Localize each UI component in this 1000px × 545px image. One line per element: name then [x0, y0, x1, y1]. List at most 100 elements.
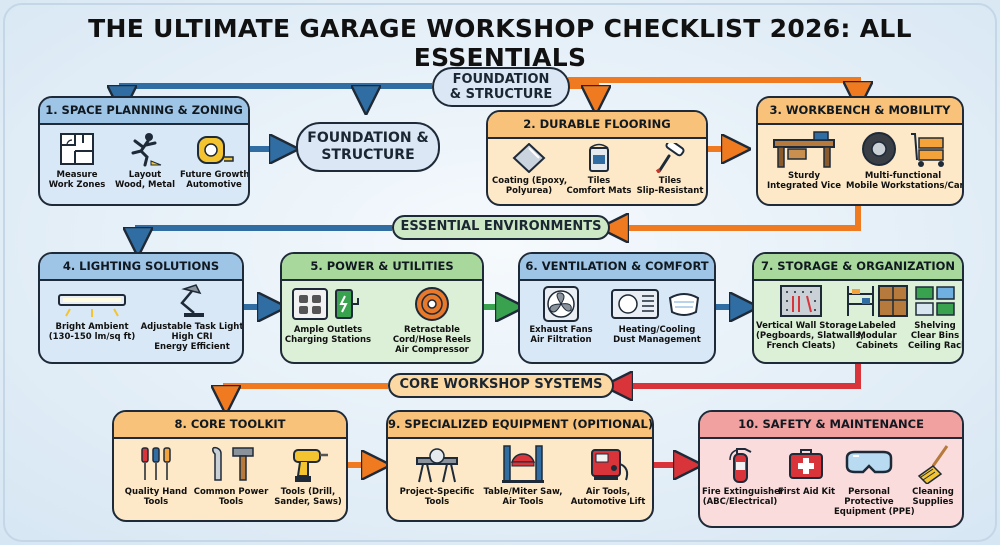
item-line: Sturdy — [787, 171, 821, 181]
car-lift-icon — [502, 445, 544, 483]
item-power-tools: Common Power Tools — [192, 444, 270, 507]
paint-can-icon — [589, 143, 609, 172]
tripping-person-icon — [131, 133, 162, 167]
item-line: Bright Ambient — [55, 322, 129, 332]
section-lighting: 4. LIGHTING SOLUTIONS Bright Ambient (13… — [38, 252, 244, 364]
pill-line-2: & STRUCTURE — [449, 87, 553, 102]
item-line: Project-Specific — [399, 487, 475, 497]
arrow-foundation-to-section1 — [122, 83, 432, 100]
item-line: Future Growth — [180, 170, 250, 180]
item-line: Equipment (PPE) — [834, 507, 915, 517]
section-core-toolkit: 8. CORE TOOLKIT Quality Hand Tools Commo… — [112, 410, 348, 522]
section-header: 4. LIGHTING SOLUTIONS — [40, 254, 242, 281]
item-line: Air Tools — [502, 497, 544, 507]
section-header: 9. SPECIALIZED EQUIPMENT (OPITIONAL) — [388, 412, 652, 439]
item-project-specific: Project-Specific Tools — [394, 444, 480, 507]
item-line: (Pegboards, Slatwalls, — [756, 331, 864, 341]
arrow-section3-to-essential — [614, 196, 861, 228]
item-line: First Aid Kit — [778, 487, 836, 497]
section-storage: 7. STORAGE & ORGANIZATION Vertical Wall … — [752, 252, 964, 364]
desk-lamp-icon — [180, 284, 204, 317]
item-task-light: Adjustable Task Light High CRI Energy Ef… — [140, 283, 244, 352]
item-wall-storage: Vertical Wall Storage (Pegboards, Slatwa… — [756, 284, 864, 351]
item-line: Work Zones — [48, 180, 106, 190]
item-heating-cooling: Heating/Cooling Dust Management — [600, 286, 714, 345]
item-line: Clear Bins — [910, 331, 960, 341]
item-line: High CRI — [171, 332, 213, 342]
item-line: Layout — [128, 170, 162, 180]
foundation-structure-top-pill: FOUNDATION & STRUCTURE — [432, 67, 570, 107]
item-line: Protective — [844, 497, 894, 507]
item-comfort-mats: Tiles Comfort Mats — [564, 143, 634, 196]
pill-line-1: FOUNDATION & — [307, 130, 429, 146]
bins-icon — [915, 286, 955, 316]
section-header: 3. WORKBENCH & MOBILITY — [758, 98, 962, 125]
pill-line-2: STRUCTURE — [321, 147, 415, 163]
tape-measure-icon — [197, 136, 234, 164]
item-mobile-carts: Multi-functional Mobile Workstations/Car… — [846, 130, 964, 191]
first-aid-kit-icon — [789, 449, 823, 479]
section-space-planning: 1. SPACE PLANNING & ZONING Measure Work … — [38, 96, 250, 206]
wrench-hammer-icon — [212, 446, 254, 481]
item-line: (130-150 lm/sq ft) — [48, 332, 136, 342]
drill-icon — [293, 449, 328, 482]
item-line: Vertical Wall Storage — [756, 321, 858, 331]
section-header: 5. POWER & UTILITIES — [282, 254, 482, 281]
section-workbench-mobility: 3. WORKBENCH & MOBILITY Sturdy Integrate… — [756, 96, 964, 206]
item-ppe: Personal Protective Equipment (PPE) — [834, 444, 915, 517]
item-line: Polyurea) — [505, 186, 553, 196]
item-line: (ABC/Electrical) — [702, 497, 778, 507]
section-ventilation: 6. VENTILATION & COMFORT Exhaust Fans Ai… — [518, 252, 716, 364]
arrow-core-to-section8 — [226, 383, 388, 400]
item-line: Labeled — [858, 321, 896, 331]
item-line: Charging Stations — [284, 335, 372, 345]
floor-plan-icon — [60, 133, 94, 165]
item-line: Tools — [143, 497, 169, 507]
arrow-section7-to-core — [618, 364, 861, 386]
item-line: Tools (Drill, — [280, 487, 336, 497]
item-line: Slip-Resistant — [636, 186, 704, 196]
item-line: Automotive — [186, 180, 242, 190]
section-header: 6. VENTILATION & COMFORT — [520, 254, 714, 281]
item-line: Sander, Saws) — [274, 497, 342, 507]
item-line: Modular — [857, 331, 897, 341]
table-saw-icon — [416, 448, 458, 483]
item-clear-bins: Shelving Clear Bins Ceiling Racks — [908, 284, 962, 351]
exhaust-fan-icon — [543, 286, 579, 322]
item-coating: Coating (Epoxy, Polyurea) — [492, 143, 568, 196]
item-line: Exhaust Fans — [529, 325, 593, 335]
section-header: 2. DURABLE FLOORING — [488, 112, 706, 139]
item-line: Integrated Vice — [766, 181, 842, 191]
item-line: Comfort Mats — [566, 186, 632, 196]
item-layout: Layout Wood, Metal — [112, 131, 178, 190]
item-line: Air Compressor — [395, 345, 469, 355]
item-line: Cord/Hose Reels — [392, 335, 472, 345]
section-safety-maintenance: 10. SAFETY & MAINTENANCE Fire Extinguish… — [698, 410, 964, 528]
section-header: 8. CORE TOOLKIT — [114, 412, 346, 439]
item-exhaust-fans: Exhaust Fans Air Filtration — [522, 286, 600, 345]
item-line: Air Tools, — [585, 487, 631, 497]
item-line: Tiles — [587, 176, 611, 186]
welder-icon — [591, 449, 629, 481]
screwdrivers-icon — [141, 447, 171, 480]
section-power-utilities: 5. POWER & UTILITIES Ample Outlets Charg… — [280, 252, 484, 364]
foundation-structure-mid-pill: FOUNDATION & STRUCTURE — [296, 122, 440, 172]
item-line: Ceiling Racks — [908, 341, 962, 351]
fire-extinguisher-icon — [729, 448, 752, 483]
item-miter-saw: Table/Miter Saw, Air Tools — [480, 444, 566, 507]
section-header: 7. STORAGE & ORGANIZATION — [754, 254, 962, 281]
essential-environments-bar: ESSENTIAL ENVIRONMENTS — [392, 215, 610, 240]
item-line: Coating (Epoxy, — [492, 176, 568, 186]
item-line: Mobile Workstations/Carts — [846, 181, 964, 191]
page-title: THE ULTIMATE GARAGE WORKSHOP CHECKLIST 2… — [88, 14, 912, 72]
item-line: Adjustable Task Light — [140, 322, 244, 332]
item-line: Tools — [424, 497, 450, 507]
item-future-growth: Future Growth Automotive — [180, 131, 248, 190]
arrow-foundation-to-section2 — [568, 83, 596, 100]
section-specialized-equipment: 9. SPECIALIZED EQUIPMENT (OPITIONAL) Pro… — [386, 410, 654, 522]
workbench-icon — [773, 131, 835, 168]
safety-goggles-icon — [845, 450, 893, 474]
hose-reel-icon — [415, 287, 449, 321]
item-line: Measure — [56, 170, 98, 180]
